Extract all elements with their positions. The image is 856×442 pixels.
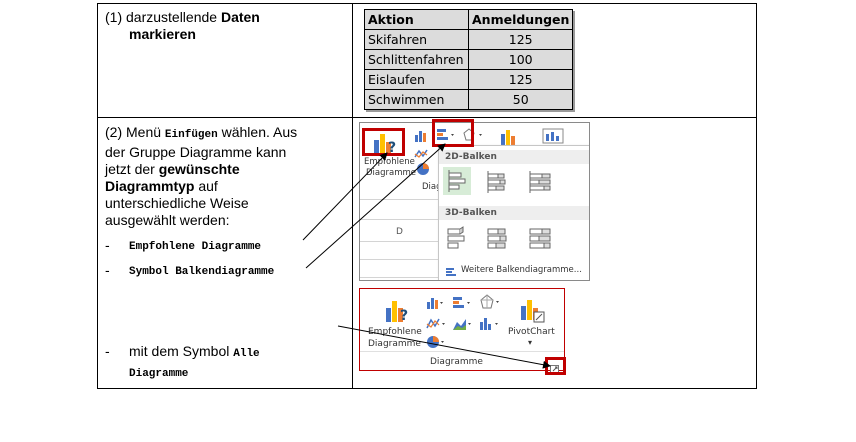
bullet-dash-3: - bbox=[105, 343, 110, 359]
svg-text:?: ? bbox=[400, 308, 408, 324]
step2-line1: (2) Menü bbox=[105, 124, 165, 140]
column-chart-icon-2[interactable] bbox=[426, 295, 446, 314]
bullet-dash-1: - bbox=[105, 237, 110, 253]
clustered-bar-icon[interactable] bbox=[443, 167, 471, 195]
table-cell: Eislaufen bbox=[364, 69, 469, 90]
table-cell: 50 bbox=[467, 89, 574, 110]
step1-bold: Daten bbox=[220, 9, 260, 25]
more-bar-charts-icon bbox=[445, 263, 457, 280]
step2-line6: ausgewählt werden: bbox=[105, 212, 230, 228]
table-row: Skifahren 125 bbox=[364, 29, 574, 50]
more-bar-charts-link[interactable]: Weitere Balkendiagramme... bbox=[461, 265, 582, 275]
statistic-chart-icon[interactable] bbox=[479, 316, 501, 335]
group-label: Diagramme bbox=[430, 357, 483, 367]
stacked-100-bar-icon[interactable] bbox=[527, 169, 553, 195]
step1-bold2: markieren bbox=[129, 26, 196, 42]
bullet3-mono1: Alle bbox=[233, 348, 260, 360]
step2-line3: jetzt der bbox=[105, 161, 159, 177]
row-divider bbox=[98, 117, 756, 118]
bullet3-mono2: Diagramme bbox=[129, 368, 189, 380]
step1-prefix: (1) darzustellende bbox=[105, 9, 221, 25]
table-cell: 100 bbox=[467, 49, 574, 70]
table-header-row: Aktion Anmeldungen bbox=[364, 9, 574, 30]
bullet-alle-diagramme: mit dem Symbol Alle Diagramme bbox=[129, 343, 260, 383]
bullet-balken: Symbol Balkendiagramme bbox=[129, 266, 275, 278]
highlight-bar-chart bbox=[432, 119, 474, 147]
bar-chart-dropdown: 2D-Balken 3D-Balken Weitere Balkendiagra… bbox=[438, 145, 589, 280]
step1-text: (1) darzustellende Daten markieren bbox=[105, 9, 260, 43]
3d-stacked-bar-icon[interactable] bbox=[485, 224, 511, 250]
pivot-chart-icon-2[interactable] bbox=[518, 296, 546, 328]
table-row: Eislaufen 125 bbox=[364, 69, 574, 90]
bullet-empfohlene: Empfohlene Diagramme bbox=[129, 241, 262, 253]
column-divider bbox=[352, 4, 353, 388]
step2-line3-bold: gewünschte bbox=[158, 161, 240, 177]
step2-text: (2) Menü Einfügen wählen. Aus der Gruppe… bbox=[105, 124, 345, 229]
table-header-anmeldungen: Anmeldungen bbox=[467, 9, 574, 30]
menu-name-einfuegen: Einfügen bbox=[164, 129, 218, 141]
step2-line2: der Gruppe Diagramme kann bbox=[105, 144, 287, 160]
table-cell: 125 bbox=[467, 29, 574, 50]
bar-chart-icon-2[interactable] bbox=[452, 295, 474, 314]
dialog-launcher-icon[interactable] bbox=[550, 360, 560, 379]
recommended-label-2: Diagramme bbox=[366, 168, 417, 178]
data-table: Aktion Anmeldungen Skifahren 125 Schlitt… bbox=[364, 9, 574, 110]
table-cell: 125 bbox=[467, 69, 574, 90]
section-3d-bar: 3D-Balken bbox=[439, 206, 589, 220]
bar-chart-icon[interactable] bbox=[436, 127, 456, 146]
group-separator bbox=[360, 351, 564, 352]
step2-line4-bold: Diagrammtyp bbox=[105, 178, 195, 194]
highlight-all-charts bbox=[545, 357, 566, 375]
table-cell: Schwimmen bbox=[364, 89, 469, 110]
table-row: Schlittenfahren 100 bbox=[364, 49, 574, 70]
pivot-chart-icon[interactable] bbox=[499, 128, 519, 150]
table-cell: Schlittenfahren bbox=[364, 49, 469, 70]
sheet-gridline bbox=[360, 219, 438, 220]
sheet-gridline bbox=[360, 259, 438, 260]
step2-line5: unterschiedliche Weise bbox=[105, 195, 249, 211]
table-header-aktion: Aktion bbox=[364, 9, 469, 30]
column-header-d: D bbox=[396, 227, 403, 237]
pie-chart-icon[interactable] bbox=[416, 161, 432, 180]
highlight-recommended bbox=[362, 128, 405, 156]
section-2d-bar: 2D-Balken bbox=[439, 150, 589, 164]
line-chart-icon-2[interactable] bbox=[426, 316, 448, 335]
column-chart-icon[interactable] bbox=[414, 128, 428, 147]
pivot-dropdown-arrow[interactable]: ▾ bbox=[528, 338, 533, 347]
bullet-dash-2: - bbox=[105, 262, 110, 278]
bullet3-text: mit dem Symbol bbox=[129, 343, 234, 359]
sheet-gridline bbox=[360, 199, 438, 200]
area-chart-icon[interactable] bbox=[452, 316, 474, 335]
3d-clustered-bar-icon[interactable] bbox=[445, 224, 471, 250]
recommended-label-1: Empfohlene bbox=[368, 327, 422, 337]
stacked-bar-icon[interactable] bbox=[485, 169, 511, 195]
radar-chart-icon-2[interactable] bbox=[479, 294, 501, 314]
sheet-gridline bbox=[360, 241, 438, 242]
recommended-label-2: Diagramme bbox=[368, 339, 421, 349]
map-chart-icon[interactable] bbox=[542, 128, 564, 148]
table-cell: Skifahren bbox=[364, 29, 469, 50]
recommended-charts-icon-2[interactable]: ? bbox=[382, 296, 414, 330]
recommended-label-1: Empfohlene bbox=[364, 157, 415, 167]
table-row: Schwimmen 50 bbox=[364, 89, 574, 110]
step2-line4: auf bbox=[194, 178, 218, 194]
screenshot-chart-group: ? Empfohlene Diagramme PivotChart ▾ Diag… bbox=[359, 288, 565, 374]
3d-stacked-100-bar-icon[interactable] bbox=[527, 224, 553, 250]
sheet-gridline bbox=[360, 277, 438, 278]
step2-line1-end: wählen. Aus bbox=[217, 124, 298, 140]
